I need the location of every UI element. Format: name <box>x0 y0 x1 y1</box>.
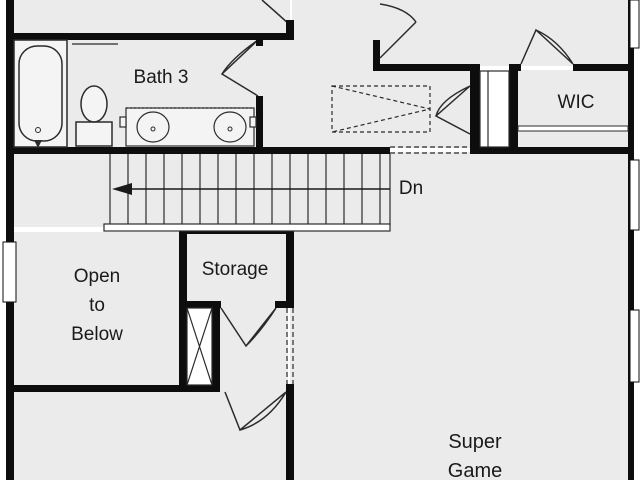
room-label-storage: Storage <box>202 259 269 280</box>
attic-access <box>331 85 431 133</box>
door-bath-3 <box>220 39 259 97</box>
wall-storage-right <box>286 228 294 308</box>
door-storage <box>220 307 277 348</box>
wall-storage-left <box>179 228 187 390</box>
wall-landing-left <box>373 40 380 71</box>
window-right-middle <box>629 159 640 231</box>
closet-shelf-cross <box>186 307 213 386</box>
sink-left-drain <box>150 126 156 132</box>
room-label-wic: WIC <box>558 92 595 113</box>
staircase <box>103 154 391 232</box>
toilet-bowl <box>80 85 108 123</box>
wall-landing-right <box>470 64 480 154</box>
closet-shelf <box>186 307 213 386</box>
room-label-bath-3: Bath 3 <box>134 67 189 88</box>
room-label-super-game-2: Game <box>448 460 502 480</box>
stair-arrow-icon <box>112 183 132 195</box>
door-bottom-room <box>224 391 287 432</box>
wall-wic-top-a <box>509 64 521 71</box>
vanity-drawer-left <box>119 116 127 128</box>
door-bath-3-jamb <box>256 38 263 46</box>
room-label-super-game-1: Super <box>448 431 502 453</box>
linen-shelf <box>479 70 510 148</box>
wall-storage-bottom-b <box>275 301 294 308</box>
floor-open-to-below <box>14 232 179 385</box>
wall-storage-bottom <box>179 301 221 308</box>
wall-right-exterior <box>628 0 634 480</box>
door-top-hall <box>379 3 417 59</box>
room-label-open-to-below-1: Open <box>74 266 120 287</box>
floor-landing <box>373 70 480 148</box>
toilet <box>75 85 113 147</box>
floor-areas <box>8 0 628 480</box>
window-left <box>2 241 17 303</box>
attic-access-ladder <box>331 85 431 133</box>
wall-landing-top <box>373 64 480 71</box>
floor-bottom-left-room <box>14 392 287 480</box>
stair-railing <box>103 223 391 232</box>
room-label-open-to-below-3: Below <box>71 324 123 345</box>
wall-open-below-bottom <box>8 385 220 392</box>
wall-stair-top <box>8 147 390 154</box>
wall-wic-top-b <box>573 64 628 71</box>
door-wic <box>520 28 574 65</box>
door-top-bedroom-jamb <box>286 20 294 40</box>
window-right-lower <box>629 309 640 383</box>
window-right-upper <box>629 0 640 49</box>
door-landing <box>434 85 471 135</box>
sink-right-drain <box>227 126 233 132</box>
vanity <box>119 107 257 147</box>
floor-wic <box>518 70 628 148</box>
toilet-tank <box>75 121 113 147</box>
bathtub-basin <box>18 45 63 142</box>
wic-shelf <box>517 125 629 132</box>
wall-wic-bottom <box>470 147 628 154</box>
floor-top-bedroom <box>8 0 290 33</box>
wall-left-exterior-upper <box>6 0 14 242</box>
wall-closet-right <box>212 308 220 390</box>
linen-shelf-box <box>479 70 510 148</box>
stair-direction-label: Dn <box>399 178 423 199</box>
landing-opening <box>390 146 470 154</box>
wall-bath-right <box>256 96 263 150</box>
room-label-open-to-below-2: to <box>89 295 105 316</box>
wall-game-left <box>286 384 294 480</box>
floor-hall-center <box>258 40 373 148</box>
storage-opening <box>286 308 294 384</box>
bathtub-faucet <box>34 140 42 148</box>
windows <box>2 0 640 383</box>
wall-wic-left <box>509 64 518 154</box>
floor-storage <box>186 234 286 302</box>
vanity-drawer-right <box>249 116 257 128</box>
wall-top-bedroom-bottom <box>8 33 290 40</box>
bathtub-drain <box>35 127 41 133</box>
